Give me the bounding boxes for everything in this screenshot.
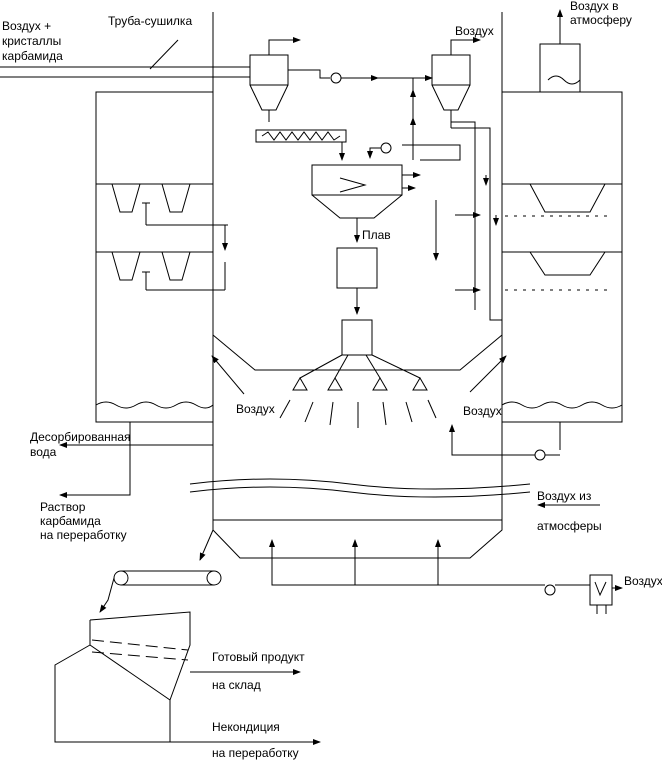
label-solution-3: на переработку bbox=[40, 528, 127, 542]
label-desorbed-1: Десорбированная bbox=[30, 430, 131, 444]
label-air-crystals-2: кристаллы bbox=[2, 34, 62, 48]
right-bottom-lines bbox=[449, 422, 560, 460]
label-air-in: Воздух bbox=[624, 574, 662, 588]
melt-distributor bbox=[342, 320, 372, 355]
right-absorber bbox=[502, 44, 622, 422]
label-product-1: Готовый продукт bbox=[212, 650, 305, 664]
label-offspec-1: Некондиция bbox=[212, 720, 280, 734]
melt-tank bbox=[337, 248, 377, 288]
air-arrow-left bbox=[211, 355, 244, 394]
melter bbox=[312, 165, 402, 228]
label-melt: Плав bbox=[362, 228, 391, 242]
label-solution-2: карбамида bbox=[40, 514, 101, 528]
label-air-left: Воздух bbox=[236, 402, 275, 416]
label-dryer-pipe: Труба-сушилка bbox=[108, 14, 193, 28]
screen bbox=[55, 612, 321, 745]
label-offspec-2: на переработку bbox=[212, 746, 299, 760]
belt-conveyor bbox=[99, 530, 221, 613]
label-air-top: Воздух bbox=[455, 24, 494, 38]
cyclone-left bbox=[250, 55, 288, 122]
top-piping bbox=[222, 9, 563, 320]
label-air-crystals-3: карбамида bbox=[2, 49, 63, 63]
label-air-crystals-1: Воздух + bbox=[2, 19, 52, 33]
fluidized-bed bbox=[190, 479, 530, 497]
air-arrow-right bbox=[470, 355, 507, 392]
left-absorber bbox=[96, 92, 228, 422]
label-air-from-2: атмосферы bbox=[537, 519, 602, 533]
label-air-from-1: Воздух из bbox=[537, 489, 592, 503]
cyclone-right bbox=[432, 55, 470, 128]
screw-conveyor bbox=[256, 130, 346, 142]
label-air-atm-1: Воздух в bbox=[570, 0, 619, 13]
label-desorbed-2: вода bbox=[30, 445, 57, 459]
label-product-2: на склад bbox=[212, 678, 261, 692]
left-bottom-lines bbox=[59, 420, 213, 498]
dryer-pipe bbox=[0, 40, 250, 77]
fluidizing-air-lines bbox=[269, 539, 623, 614]
prilling-tower bbox=[213, 12, 502, 558]
spray-nozzles bbox=[280, 355, 436, 428]
label-air-atm-2: атмосферу bbox=[570, 13, 632, 27]
label-air-right: Воздух bbox=[463, 404, 502, 418]
label-solution-1: Раствор bbox=[40, 500, 86, 514]
